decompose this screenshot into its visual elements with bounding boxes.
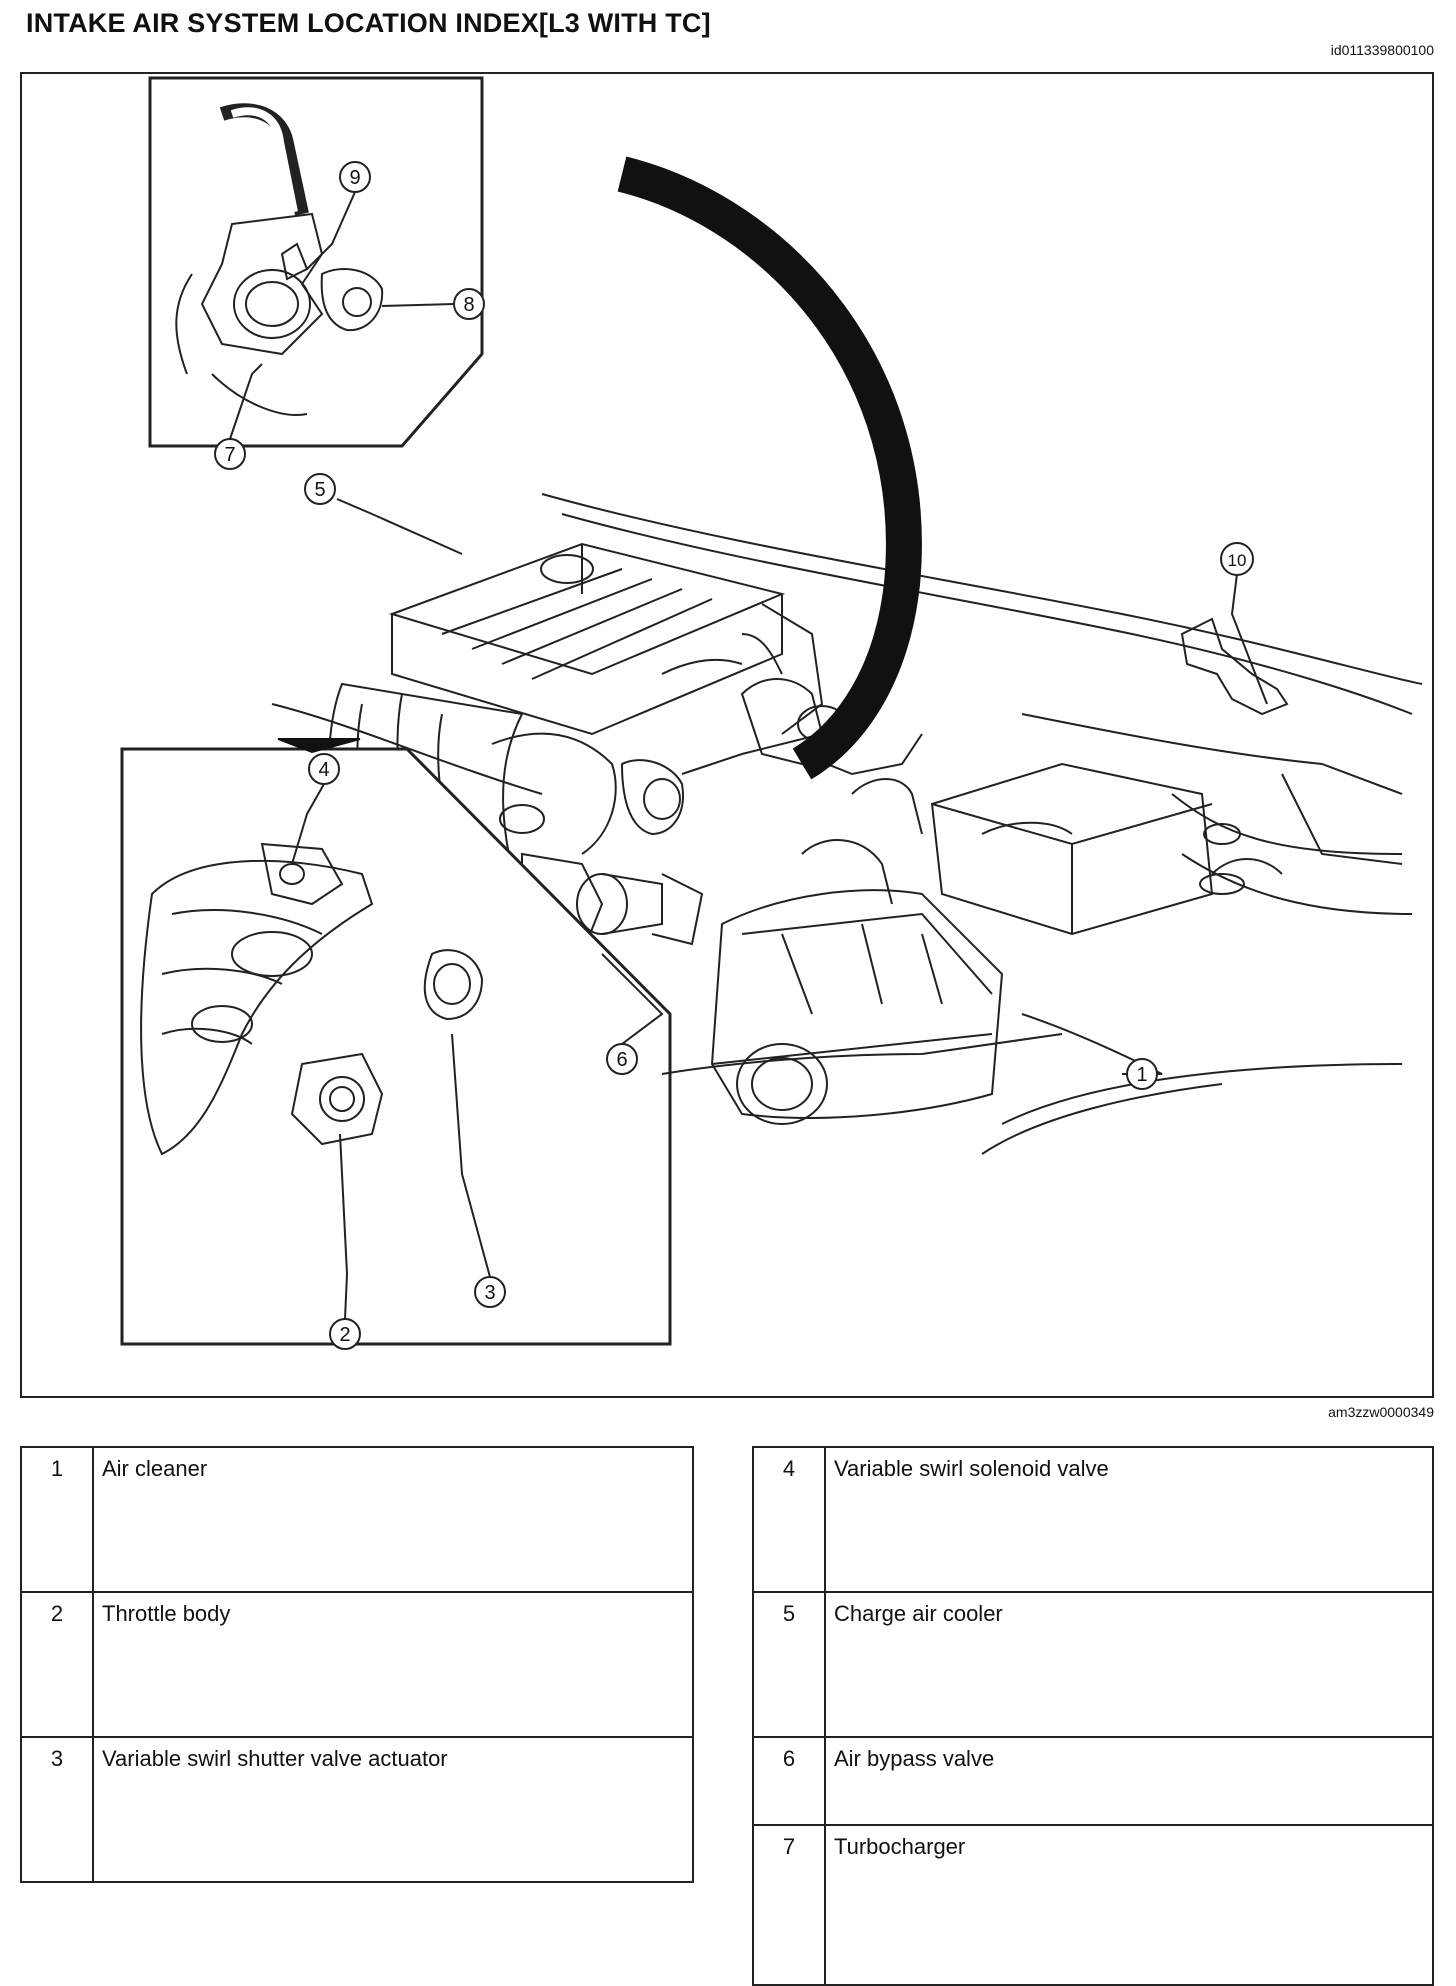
svg-text:10: 10 xyxy=(1228,551,1247,570)
legend-label: Turbocharger xyxy=(824,1824,1434,1986)
legend-label: Air bypass valve xyxy=(824,1736,1434,1826)
legend-table-left: 1 Air cleaner 2 Throttle body 3 Variable… xyxy=(20,1446,694,1883)
page-title: INTAKE AIR SYSTEM LOCATION INDEX[L3 WITH… xyxy=(26,8,711,38)
callout-8: 8 xyxy=(453,288,485,320)
svg-text:8: 8 xyxy=(463,294,474,316)
legend-row: 5 Charge air cooler xyxy=(752,1591,1434,1738)
callout-4: 4 xyxy=(308,753,340,785)
legend-label: Air cleaner xyxy=(92,1446,694,1593)
legend-label: Variable swirl shutter valve actuator xyxy=(92,1736,694,1883)
svg-text:7: 7 xyxy=(224,444,235,466)
legend-number: 5 xyxy=(752,1591,826,1738)
intake-system-illustration: 1 2 3 4 5 6 7 8 xyxy=(20,72,1434,1398)
legend-label: Throttle body xyxy=(92,1591,694,1738)
legend-row: 4 Variable swirl solenoid valve xyxy=(752,1446,1434,1593)
svg-text:1: 1 xyxy=(1136,1064,1147,1086)
legend-number: 3 xyxy=(20,1736,94,1883)
legend-number: 1 xyxy=(20,1446,94,1593)
svg-text:6: 6 xyxy=(616,1049,627,1071)
callout-2: 2 xyxy=(329,1318,361,1350)
legend-label: Charge air cooler xyxy=(824,1591,1434,1738)
callout-7: 7 xyxy=(214,438,246,470)
svg-text:9: 9 xyxy=(349,167,360,189)
legend-row: 7 Turbocharger xyxy=(752,1824,1434,1986)
engine-line-drawing: 1 2 3 4 5 6 7 8 xyxy=(120,76,1423,1350)
svg-text:2: 2 xyxy=(339,1324,350,1346)
callout-5: 5 xyxy=(304,473,336,505)
legend-label: Variable swirl solenoid valve xyxy=(824,1446,1434,1593)
legend-row: 2 Throttle body xyxy=(20,1591,694,1738)
legend-number: 2 xyxy=(20,1591,94,1738)
document-id: id011339800100 xyxy=(1330,42,1434,58)
legend-row: 1 Air cleaner xyxy=(20,1446,694,1593)
legend-row: 6 Air bypass valve xyxy=(752,1736,1434,1826)
callout-9: 9 xyxy=(339,161,371,193)
callout-10: 10 xyxy=(1220,542,1254,576)
legend-row: 3 Variable swirl shutter valve actuator xyxy=(20,1736,694,1883)
svg-text:4: 4 xyxy=(318,759,329,781)
svg-text:3: 3 xyxy=(484,1282,495,1304)
legend-table-right: 4 Variable swirl solenoid valve 5 Charge… xyxy=(752,1446,1434,1986)
legend-number: 4 xyxy=(752,1446,826,1593)
legend-number: 6 xyxy=(752,1736,826,1826)
figure-id: am3zzw0000349 xyxy=(1328,1404,1434,1420)
legend-number: 7 xyxy=(752,1824,826,1986)
svg-text:5: 5 xyxy=(314,479,325,501)
callout-3: 3 xyxy=(474,1276,506,1308)
callout-1: 1 xyxy=(1126,1058,1158,1090)
callout-6: 6 xyxy=(606,1043,638,1075)
